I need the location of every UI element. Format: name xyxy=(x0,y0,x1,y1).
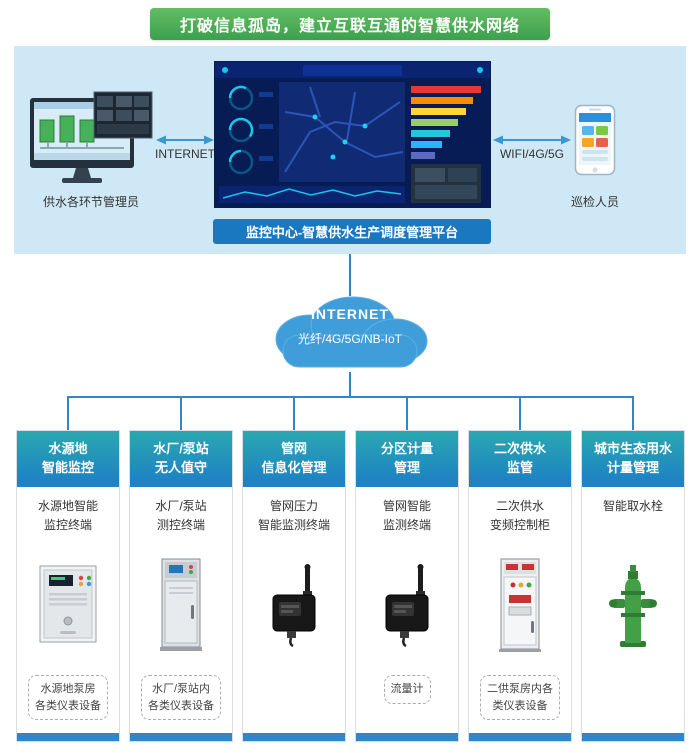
floor-cabinet-icon xyxy=(130,535,232,675)
column-footer-bar xyxy=(243,733,345,741)
equipment-note-line1: 水厂/泵站内 xyxy=(151,683,211,695)
column-subtitle: 水源地智能 监控终端 xyxy=(17,497,119,535)
column-title-line2: 信息化管理 xyxy=(261,460,327,475)
equipment-note-line1: 二供泵房内各 xyxy=(487,683,553,695)
column-header: 管网 信息化管理 xyxy=(243,431,345,487)
column-subtitle-line1: 水源地智能 xyxy=(37,499,98,513)
column-subtitle-line1: 智能取水栓 xyxy=(602,499,663,513)
column-header: 城市生态用水 计量管理 xyxy=(582,431,684,487)
admin-label: 供水各环节管理员 xyxy=(42,195,139,209)
equipment-note-line2: 各类仪表设备 xyxy=(148,699,214,712)
note-area xyxy=(582,675,684,733)
column-title-line2: 计量管理 xyxy=(606,460,659,475)
equipment-note: 水厂/泵站内 各类仪表设备 xyxy=(141,675,221,720)
column-footer-bar xyxy=(582,733,684,741)
column-footer-bar xyxy=(17,733,119,741)
connector-panel-to-cloud xyxy=(349,254,351,296)
vfd-cabinet-icon xyxy=(469,535,571,675)
internet-cloud-icon xyxy=(255,289,445,380)
column-subtitle: 二次供水 变频控制柜 xyxy=(469,497,571,535)
column-subtitle: 智能取水栓 xyxy=(582,497,684,535)
equipment-note-line1: 流量计 xyxy=(390,683,424,695)
title-banner: 打破信息孤岛，建立互联互通的智慧供水网络 xyxy=(150,8,550,40)
drop-line-5 xyxy=(519,396,521,430)
column-district-metering: 分区计量 管理 管网智能 监测终端 流量计 xyxy=(355,430,459,742)
column-header: 水厂/泵站 无人值守 xyxy=(130,431,232,487)
patrol-label: 巡检人员 xyxy=(570,195,619,209)
wifi-link-label: WIFI/4G/5G xyxy=(499,147,564,161)
drop-line-1 xyxy=(67,396,69,430)
column-title-line1: 管网 xyxy=(280,441,307,457)
pressure-terminal-icon xyxy=(243,535,345,675)
column-title-line1: 城市生态用水 xyxy=(593,441,672,457)
column-title-line2: 监管 xyxy=(506,460,533,475)
column-footer-bar xyxy=(356,733,458,741)
column-subtitle-line1: 二次供水 xyxy=(495,499,544,513)
desktop-monitor-icon xyxy=(28,90,154,193)
column-header: 二次供水 监管 xyxy=(469,431,571,487)
note-area: 水厂/泵站内 各类仪表设备 xyxy=(130,675,232,733)
note-area: 二供泵房内各 类仪表设备 xyxy=(469,675,571,733)
note-area: 水源地泵房 各类仪表设备 xyxy=(17,675,119,733)
equipment-note: 流量计 xyxy=(383,675,431,704)
equipment-note-line2: 各类仪表设备 xyxy=(35,699,101,712)
cloud-label-line1: INTERNET xyxy=(311,306,389,322)
column-subtitle-line2: 监测终端 xyxy=(382,517,431,532)
internet-link-label: INTERNET xyxy=(155,147,215,161)
column-header: 分区计量 管理 xyxy=(356,431,458,487)
banner-title: 打破信息孤岛，建立互联互通的智慧供水网络 xyxy=(179,18,520,35)
equipment-note-line2: 类仪表设备 xyxy=(492,699,548,712)
column-title-line2: 智能监控 xyxy=(41,460,94,475)
column-water-source: 水源地 智能监控 水源地智能 监控终端 xyxy=(16,430,120,742)
drop-line-3 xyxy=(293,396,295,430)
equipment-note: 二供泵房内各 类仪表设备 xyxy=(480,675,560,720)
mobile-phone-icon xyxy=(574,104,616,181)
column-subtitle: 管网压力 智能监测终端 xyxy=(243,497,345,535)
column-title-line1: 二次供水 xyxy=(493,441,546,457)
column-title-line1: 水源地 xyxy=(48,441,88,457)
column-header: 水源地 智能监控 xyxy=(17,431,119,487)
column-pipe-network: 管网 信息化管理 管网压力 智能监测终端 xyxy=(242,430,346,742)
wall-cabinet-icon xyxy=(17,535,119,675)
column-subtitle-line1: 水厂/泵站 xyxy=(155,499,207,513)
column-plant-pump-station: 水厂/泵站 无人值守 水厂/泵站 测控终端 水厂/泵站内 xyxy=(129,430,233,742)
smart-hydrant-icon xyxy=(582,535,684,675)
cloud-label-line2: 光纤/4G/5G/NB-IoT xyxy=(297,332,403,346)
connector-cloud-to-bus xyxy=(349,372,351,397)
column-title-line2: 管理 xyxy=(393,460,420,475)
column-subtitle-line2: 监控终端 xyxy=(43,517,92,532)
platform-label: 监控中心-智慧供水生产调度管理平台 xyxy=(213,219,491,244)
bus-line xyxy=(67,396,634,398)
monitoring-terminal-icon xyxy=(356,535,458,675)
wifi-link-arrow xyxy=(493,133,571,151)
column-eco-water-metering: 城市生态用水 计量管理 智能取水栓 xyxy=(581,430,685,742)
note-area xyxy=(243,675,345,733)
internet-link-arrow xyxy=(156,133,214,151)
dispatch-dashboard-image xyxy=(215,62,490,207)
column-title-line1: 分区计量 xyxy=(380,441,433,457)
column-subtitle: 水厂/泵站 测控终端 xyxy=(130,497,232,535)
drop-line-4 xyxy=(406,396,408,430)
column-title-line2: 无人值守 xyxy=(154,460,207,475)
column-subtitle-line1: 管网智能 xyxy=(382,499,431,513)
column-subtitle-line1: 管网压力 xyxy=(269,499,318,513)
column-subtitle-line2: 测控终端 xyxy=(156,517,205,532)
column-subtitle: 管网智能 监测终端 xyxy=(356,497,458,535)
drop-line-2 xyxy=(180,396,182,430)
column-secondary-supply: 二次供水 监管 二次供水 变频控制柜 xyxy=(468,430,572,742)
column-footer-bar xyxy=(130,733,232,741)
column-title-line1: 水厂/泵站 xyxy=(153,441,209,457)
column-subtitle-line2: 智能监测终端 xyxy=(257,517,330,532)
column-footer-bar xyxy=(469,733,571,741)
equipment-note-line1: 水源地泵房 xyxy=(40,683,96,695)
column-subtitle-line2: 变频控制柜 xyxy=(489,517,550,532)
drop-line-6 xyxy=(632,396,634,430)
note-area: 流量计 xyxy=(356,675,458,733)
equipment-note: 水源地泵房 各类仪表设备 xyxy=(28,675,108,720)
